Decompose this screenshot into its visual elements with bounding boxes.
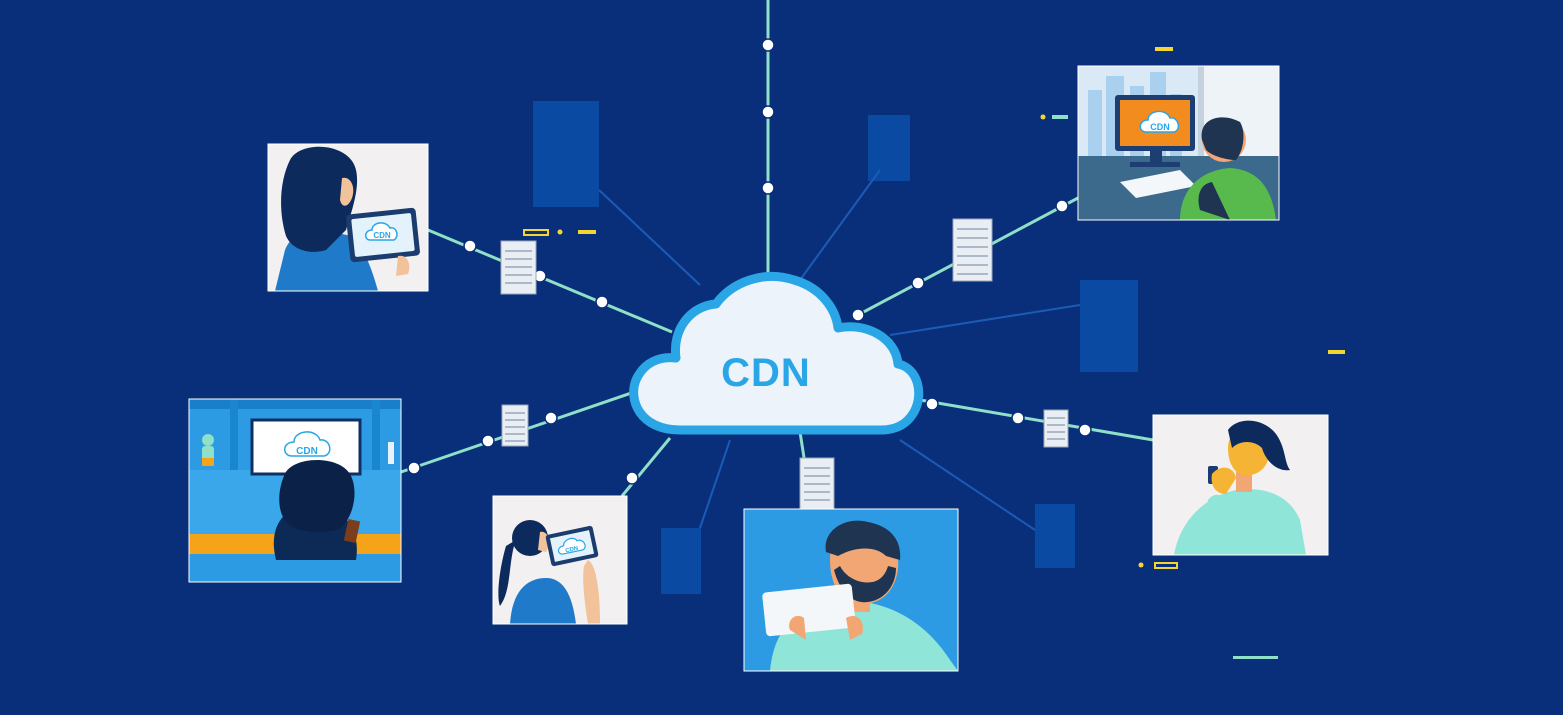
tablet-screen-cdn-label: CDN <box>565 546 579 555</box>
monitor-screen-cdn-label: CDN <box>1150 122 1170 132</box>
user-panel-bearded-man <box>744 509 958 671</box>
user-panel-girl-tablet: CDN <box>493 496 627 624</box>
file-packet-icon <box>501 404 529 447</box>
tv-screen-cdn-label: CDN <box>296 446 318 457</box>
file-packet-icon <box>500 240 537 295</box>
cdn-label: CDN <box>721 351 811 395</box>
data-packets <box>500 218 1069 513</box>
tablet-screen-cdn-label: CDN <box>373 231 391 240</box>
user-panel-woman-phone <box>1153 415 1328 555</box>
file-packet-icon <box>799 457 835 513</box>
server-block <box>661 528 701 594</box>
background-links <box>598 169 1081 531</box>
user-panel-woman-tablet: CDN <box>268 144 428 291</box>
file-packet-icon <box>1043 409 1069 448</box>
user-panel-tv-viewer: CDN <box>189 399 401 582</box>
cdn-cloud-icon: CDN <box>629 272 924 435</box>
server-block <box>1080 280 1138 372</box>
link-woman-phone <box>919 398 1154 442</box>
server-block <box>1035 504 1075 568</box>
link-girl-tablet <box>620 437 672 497</box>
server-block <box>533 101 599 207</box>
background-blocks <box>533 101 1138 594</box>
decorative-dashes <box>523 47 1345 659</box>
file-packet-icon <box>952 218 993 282</box>
network-nodes <box>407 38 1092 485</box>
server-block <box>868 115 910 181</box>
user-panel-man-desktop: CDN <box>1078 66 1279 220</box>
